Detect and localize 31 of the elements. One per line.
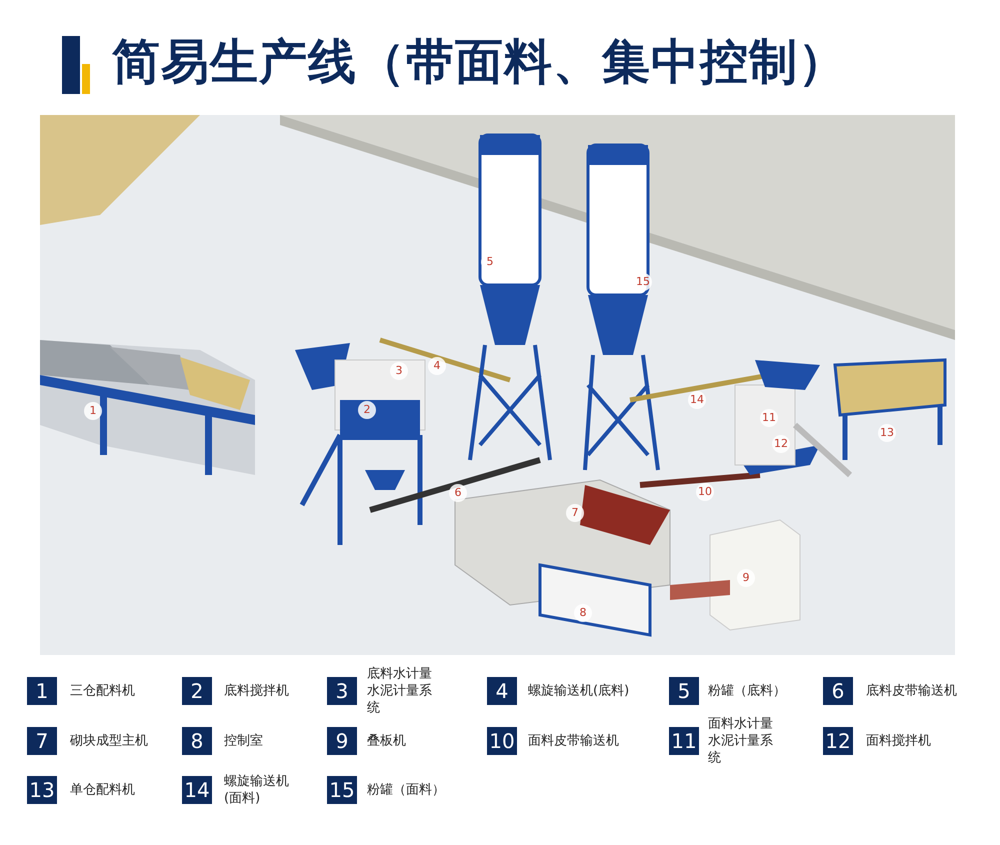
- legend-number: 5: [669, 677, 699, 705]
- legend-text: 螺旋输送机(面料): [224, 773, 290, 807]
- legend-number: 6: [823, 677, 853, 705]
- legend-number: 14: [182, 776, 212, 804]
- legend-text: 控制室: [224, 732, 264, 750]
- legend-number: 9: [327, 727, 357, 755]
- legend-text: 粉罐（底料）: [708, 682, 787, 700]
- legend-number: 15: [327, 776, 357, 804]
- legend-number: 8: [182, 727, 212, 755]
- legend-text: 螺旋输送机(底料): [528, 682, 630, 700]
- title: 简易生产线（带面料、集中控制）: [112, 33, 847, 92]
- legend-text: 粉罐（面料）: [367, 782, 446, 798]
- legend-text: 底料皮带输送机: [866, 682, 958, 700]
- legend-text: 底料搅拌机: [224, 682, 290, 700]
- legend-text: 面料搅拌机: [866, 732, 932, 750]
- legend-text: 三仓配料机: [70, 682, 136, 700]
- legend-number: 3: [327, 677, 357, 705]
- legend-number: 12: [823, 727, 853, 755]
- legend-text: 单仓配料机: [70, 782, 136, 798]
- legend-number: 13: [27, 776, 57, 804]
- legend-text: 底料水计量水泥计量系统: [367, 666, 433, 716]
- legend-text: 砌块成型主机: [70, 732, 149, 750]
- legend-number: 2: [182, 677, 212, 705]
- legend-text: 面料皮带输送机: [528, 732, 620, 750]
- legend-number: 1: [27, 677, 57, 705]
- legend-number: 7: [27, 727, 57, 755]
- legend-number: 4: [487, 677, 517, 705]
- legend-number: 10: [487, 727, 517, 755]
- legend-text: 面料水计量水泥计量系统: [708, 716, 774, 766]
- legend-number: 11: [669, 727, 699, 755]
- legend-text: 叠板机: [367, 732, 407, 750]
